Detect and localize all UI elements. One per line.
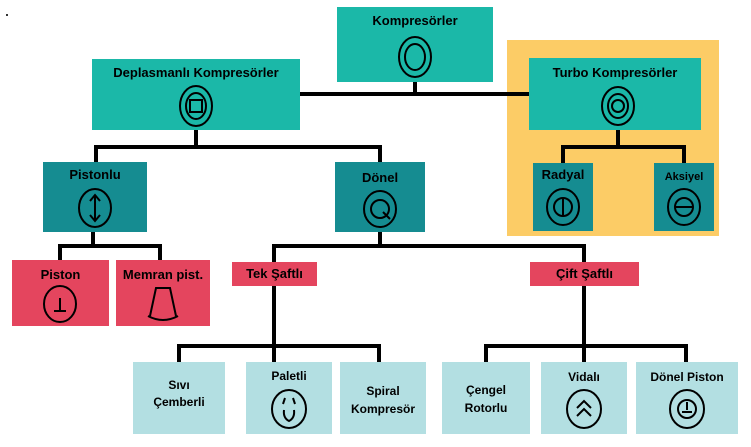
node-rotary-piston-label: Dönel Piston: [650, 370, 724, 384]
vane-icon: [271, 389, 307, 429]
node-membrane-label: Memran pist.: [122, 267, 204, 282]
double-arrow-icon: [78, 188, 112, 228]
node-scroll-line2: Kompresör: [350, 402, 415, 416]
node-rotary-label: Dönel: [361, 170, 399, 185]
node-liquid-ring: Sıvı Çemberli: [133, 362, 225, 434]
node-displacement-label: Deplasmanlı Kompresörler: [113, 65, 279, 80]
node-displacement: Deplasmanlı Kompresörler: [92, 59, 300, 130]
displacement-square-icon: [179, 85, 213, 127]
node-piston: Piston: [12, 260, 109, 326]
node-scroll-line1: Spiral: [366, 384, 400, 398]
node-piston-type: Pistonlu: [43, 162, 147, 232]
piston-icon: [43, 285, 77, 323]
node-rotary-piston: Dönel Piston: [636, 362, 738, 434]
node-vane-label: Paletli: [271, 369, 307, 383]
node-axial-label: Aksiyel: [664, 171, 704, 183]
node-single-shaft: Tek Şaftlı: [232, 262, 317, 286]
node-scroll: Spiral Kompresör: [340, 362, 426, 434]
node-radial: Radyal: [533, 163, 593, 231]
node-lobe-line2: Rotorlu: [464, 401, 508, 415]
node-liquid-ring-line2: Çemberli: [153, 395, 205, 409]
speck: [6, 14, 8, 16]
node-liquid-ring-line1: Sıvı: [168, 378, 190, 392]
axial-icon: [667, 188, 701, 226]
node-compressors-label: Kompresörler: [372, 13, 458, 28]
node-lobe-line1: Çengel: [465, 383, 506, 397]
node-radial-label: Radyal: [541, 167, 585, 182]
turbo-circle-icon: [601, 86, 635, 126]
node-turbo-label: Turbo Kompresörler: [552, 65, 678, 80]
node-vane: Paletli: [246, 362, 332, 434]
node-turbo: Turbo Kompresörler: [529, 58, 701, 130]
node-piston-type-label: Pistonlu: [69, 167, 121, 182]
node-compressors: Kompresörler: [337, 7, 493, 82]
node-piston-label: Piston: [40, 267, 81, 282]
node-single-shaft-label: Tek Şaftlı: [246, 266, 303, 281]
rotary-piston-icon: [669, 389, 705, 429]
node-membrane: Memran pist.: [116, 260, 210, 326]
node-double-shaft-label: Çift Şaftlı: [555, 266, 614, 281]
rotary-q-icon: [363, 190, 397, 228]
node-lobe: Çengel Rotorlu: [442, 362, 530, 434]
node-double-shaft: Çift Şaftlı: [530, 262, 639, 286]
node-rotary: Dönel: [335, 162, 425, 232]
node-axial: Aksiyel: [654, 163, 714, 231]
membrane-icon: [147, 287, 179, 321]
node-screw-label: Vidalı: [568, 370, 600, 384]
radial-icon: [546, 188, 580, 226]
compressor-circle-icon: [398, 36, 432, 78]
node-screw: Vidalı: [541, 362, 627, 434]
screw-icon: [566, 389, 602, 429]
